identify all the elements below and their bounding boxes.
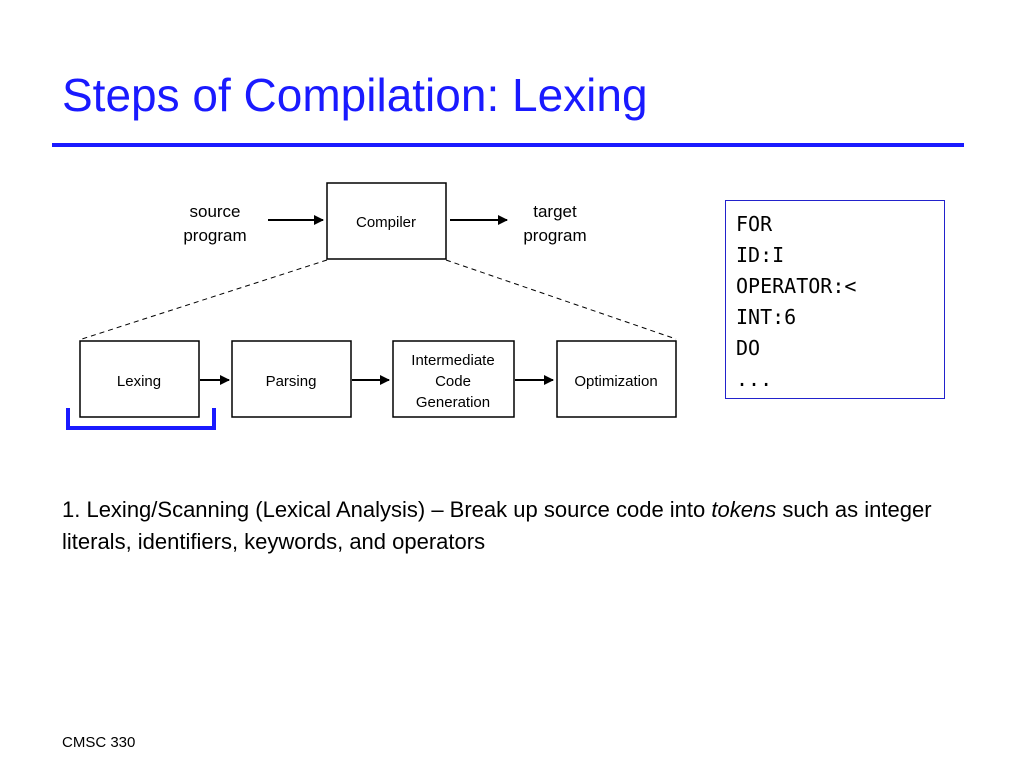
source-program-label: source: [189, 202, 240, 221]
compiler-box: [326, 182, 447, 260]
description-text: 1. Lexing/Scanning (Lexical Analysis) – …: [62, 497, 712, 522]
icg-label-line2: Code: [435, 373, 471, 390]
expansion-line-left: [81, 259, 328, 340]
token-list-box: FOR ID:I OPERATOR:< INT:6 DO ...: [725, 200, 945, 399]
icg-label-line3: Generation: [416, 394, 490, 411]
optimization-label: Optimization: [574, 373, 657, 390]
token-line: DO: [736, 336, 761, 360]
parsing-label: Parsing: [266, 373, 317, 390]
lexing-description: 1. Lexing/Scanning (Lexical Analysis) – …: [62, 494, 942, 558]
parsing-box: [231, 340, 352, 418]
token-line: INT:6: [736, 305, 797, 329]
icg-box: [392, 340, 515, 418]
token-line: FOR: [736, 212, 773, 236]
slide-footer: CMSC 330: [62, 734, 136, 751]
optimization-box: [556, 340, 677, 418]
description-emphasis: tokens: [711, 497, 777, 522]
target-program-label-line2: program: [523, 226, 586, 245]
lexing-highlight-bracket: [66, 408, 216, 430]
description-text-continued: such as integer literals, identifiers, k…: [62, 497, 932, 554]
title-underline: [52, 143, 964, 147]
target-program-label: target: [533, 202, 577, 221]
slide-title: Steps of Compilation: Lexing: [62, 69, 648, 121]
compiler-label: Compiler: [356, 214, 416, 231]
token-line: OPERATOR:<: [736, 274, 857, 298]
source-program-label-line2: program: [183, 226, 246, 245]
token-line: ID:I: [736, 243, 785, 267]
icg-label-line1: Intermediate: [411, 352, 494, 369]
expansion-line-right: [445, 259, 677, 340]
token-line: ...: [736, 367, 773, 391]
lexing-box: [79, 340, 200, 418]
lexing-label: Lexing: [117, 373, 161, 390]
